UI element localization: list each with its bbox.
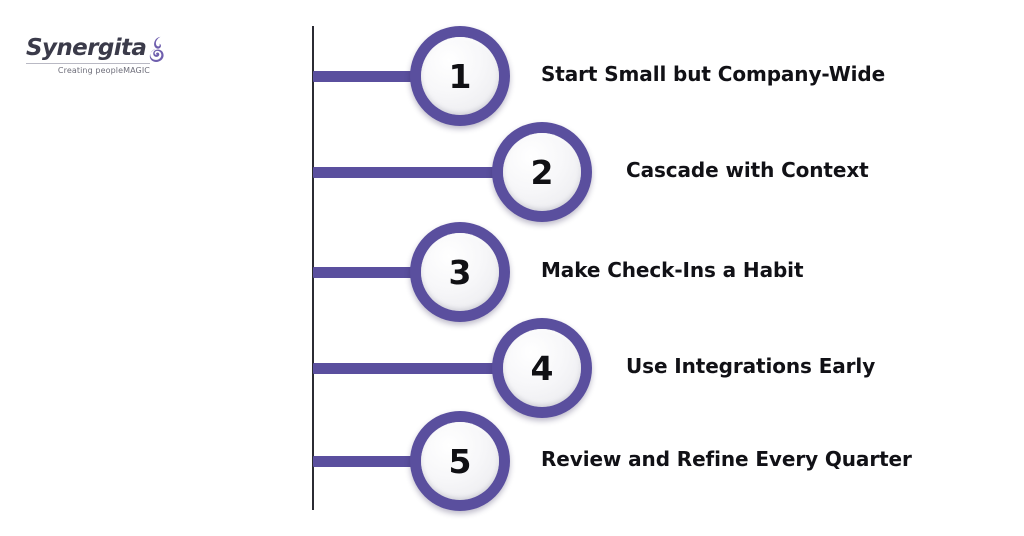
step-connector — [313, 167, 497, 178]
step-badge-inner: 4 — [503, 329, 581, 407]
timeline-step: 4 Use Integrations Early — [0, 318, 1024, 418]
step-connector — [313, 267, 415, 278]
brand-logo: Synergita Creating peopleMAGIC — [26, 30, 164, 78]
step-number: 3 — [448, 252, 472, 292]
step-badge-inner: 5 — [421, 422, 499, 500]
step-label: Start Small but Company-Wide — [541, 62, 886, 86]
step-badge-1[interactable]: 1 — [410, 26, 510, 126]
step-number: 4 — [530, 348, 554, 388]
step-connector — [313, 456, 415, 467]
swirl-icon — [147, 36, 167, 62]
step-connector — [313, 71, 415, 82]
timeline-step: 1 Start Small but Company-Wide — [0, 26, 1024, 126]
step-number: 2 — [530, 152, 554, 192]
logo-divider — [26, 63, 150, 64]
step-label: Make Check-Ins a Habit — [541, 258, 804, 282]
timeline-step: 2 Cascade with Context — [0, 122, 1024, 222]
step-connector — [313, 363, 497, 374]
timeline-step: 3 Make Check-Ins a Habit — [0, 222, 1024, 322]
step-badge-5[interactable]: 5 — [410, 411, 510, 511]
step-label: Use Integrations Early — [626, 354, 876, 378]
step-label: Cascade with Context — [626, 158, 869, 182]
step-label: Review and Refine Every Quarter — [541, 447, 912, 471]
step-badge-2[interactable]: 2 — [492, 122, 592, 222]
logo-wordmark-row: Synergita — [26, 30, 164, 62]
logo-wordmark: Synergita — [26, 35, 147, 61]
step-badge-4[interactable]: 4 — [492, 318, 592, 418]
step-badge-inner: 3 — [421, 233, 499, 311]
timeline-step: 5 Review and Refine Every Quarter — [0, 411, 1024, 511]
step-number: 1 — [448, 56, 472, 96]
step-badge-inner: 1 — [421, 37, 499, 115]
step-badge-inner: 2 — [503, 133, 581, 211]
logo-tagline: Creating peopleMAGIC — [57, 66, 150, 75]
step-number: 5 — [448, 441, 472, 481]
step-badge-3[interactable]: 3 — [410, 222, 510, 322]
